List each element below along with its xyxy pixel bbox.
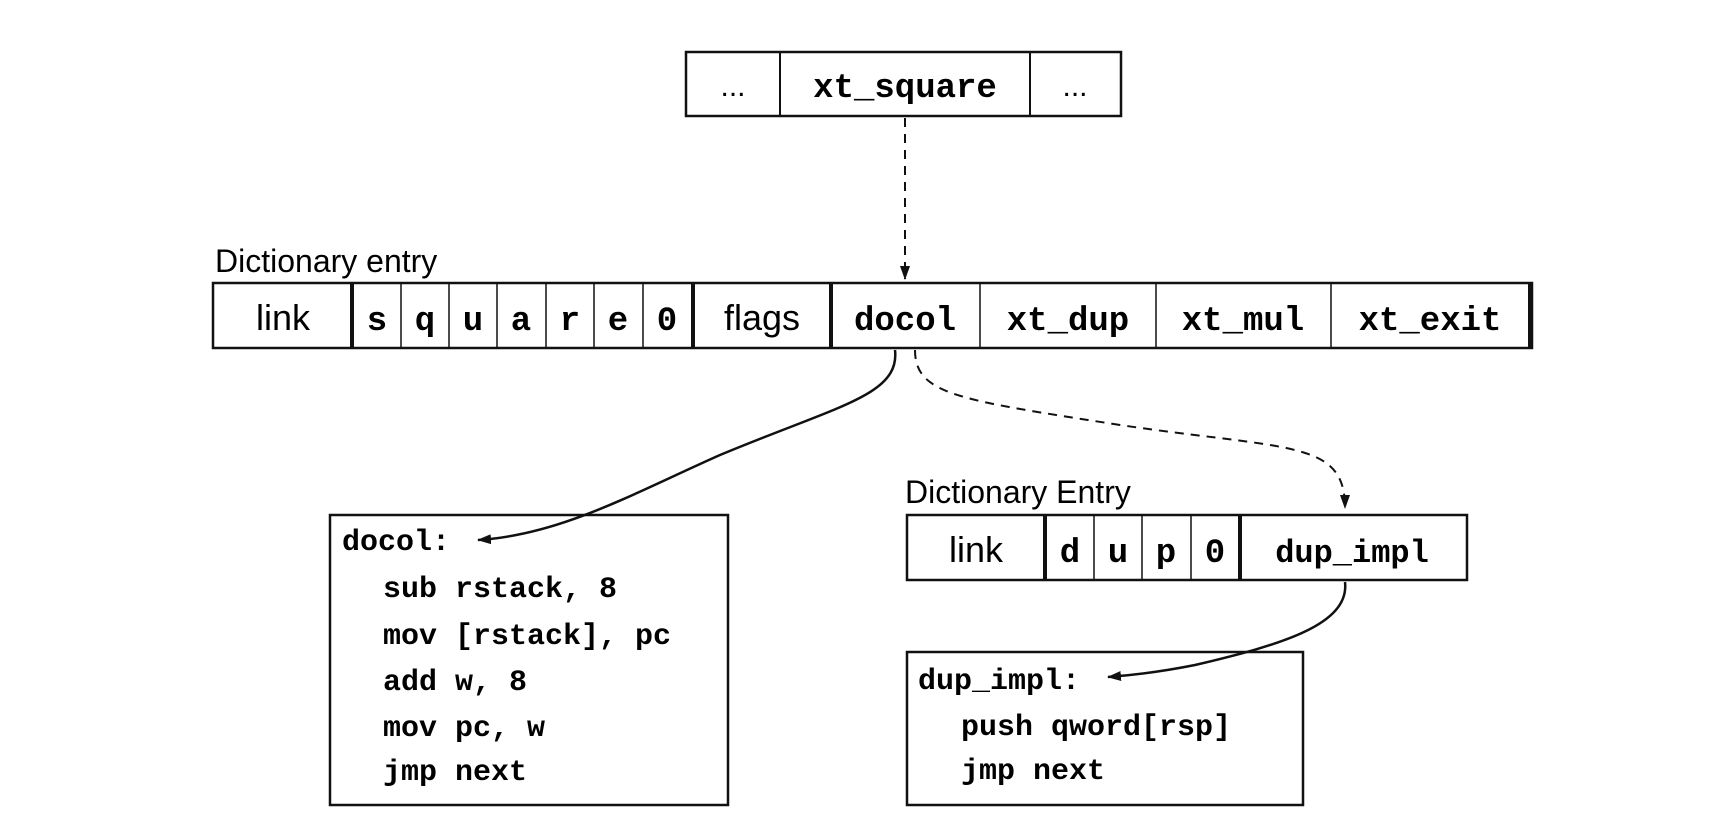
docol-code-box: docol: sub rstack, 8 mov [rstack], pc ad… (328, 513, 730, 807)
dup-name-char: u (1108, 535, 1128, 573)
square-xt-dup: xt_dup (1007, 303, 1129, 341)
square-name-char: e (608, 303, 628, 341)
square-name-char: r (560, 303, 580, 341)
dup-impl-arrow (1107, 581, 1347, 682)
xt-dup-arrow (914, 349, 1350, 509)
docol-code-line: jmp next (383, 756, 527, 790)
square-name-char: a (511, 303, 531, 341)
top-row-cell-xt-square: xt_square (813, 70, 997, 108)
dup-impl-code-line: push qword[rsp] (961, 711, 1231, 745)
square-link-cell: link (256, 297, 311, 338)
square-name-char: u (463, 303, 483, 341)
docol-code-label: docol: (342, 526, 450, 560)
docol-code-line: add w, 8 (383, 666, 527, 700)
dup-link-cell: link (949, 529, 1004, 570)
docol-arrow (477, 349, 897, 545)
square-name-char: q (415, 303, 435, 341)
docol-code-line: sub rstack, 8 (383, 573, 617, 607)
top-row-cell-left: ... (720, 70, 745, 103)
square-xt-exit: xt_exit (1359, 303, 1502, 341)
docol-code-frame (328, 513, 730, 807)
dup-impl-cell: dup_impl (1275, 535, 1429, 572)
square-name-char: 0 (657, 303, 677, 341)
dup-impl-code-frame (905, 650, 1305, 807)
top-row-frame (684, 50, 1123, 118)
dup-impl-code-line: jmp next (961, 755, 1105, 789)
top-row-cell-right: ... (1062, 70, 1087, 103)
top-row: ... xt_square ... (684, 50, 1123, 118)
square-entry-label: Dictionary entry (215, 243, 437, 279)
docol-code-line: mov pc, w (383, 712, 545, 746)
square-xt-docol: docol (854, 303, 956, 341)
dup-name-char: p (1156, 535, 1176, 573)
dup-name-char: d (1060, 535, 1080, 573)
dup-impl-code-label: dup_impl: (918, 665, 1080, 699)
dup-entry-frame (905, 513, 1469, 582)
docol-code-line: mov [rstack], pc (383, 620, 671, 654)
square-flags-cell: flags (724, 297, 800, 338)
dup-impl-code-box: dup_impl: push qword[rsp] jmp next (905, 650, 1305, 807)
dup-entry-label: Dictionary Entry (905, 474, 1131, 510)
square-xt-mul: xt_mul (1182, 303, 1304, 341)
dup-name-char: 0 (1205, 535, 1225, 573)
square-name-char: s (367, 303, 387, 341)
square-entry-row: link s q u a r e 0 flags docol xt_dup xt… (211, 281, 1534, 350)
dup-entry-row: link d u p 0 dup_impl (905, 513, 1469, 582)
